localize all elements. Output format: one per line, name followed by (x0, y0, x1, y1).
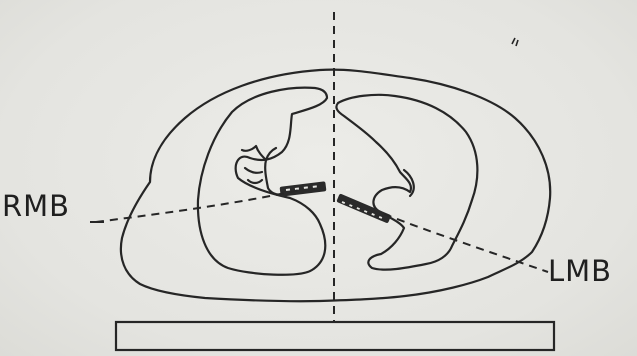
left-main-bronchus (336, 193, 391, 223)
right-bronchial-branches (242, 146, 282, 195)
stray-mark (512, 38, 518, 46)
right-lung-outline (198, 88, 327, 275)
rmb-label: RMB (2, 192, 70, 221)
lmb-label: LMB (548, 257, 612, 286)
lmb-leader-line (384, 214, 548, 272)
scanner-table (116, 322, 554, 350)
left-lung-outline (336, 95, 477, 270)
right-main-bronchus (280, 181, 327, 197)
body-outline (121, 70, 550, 302)
